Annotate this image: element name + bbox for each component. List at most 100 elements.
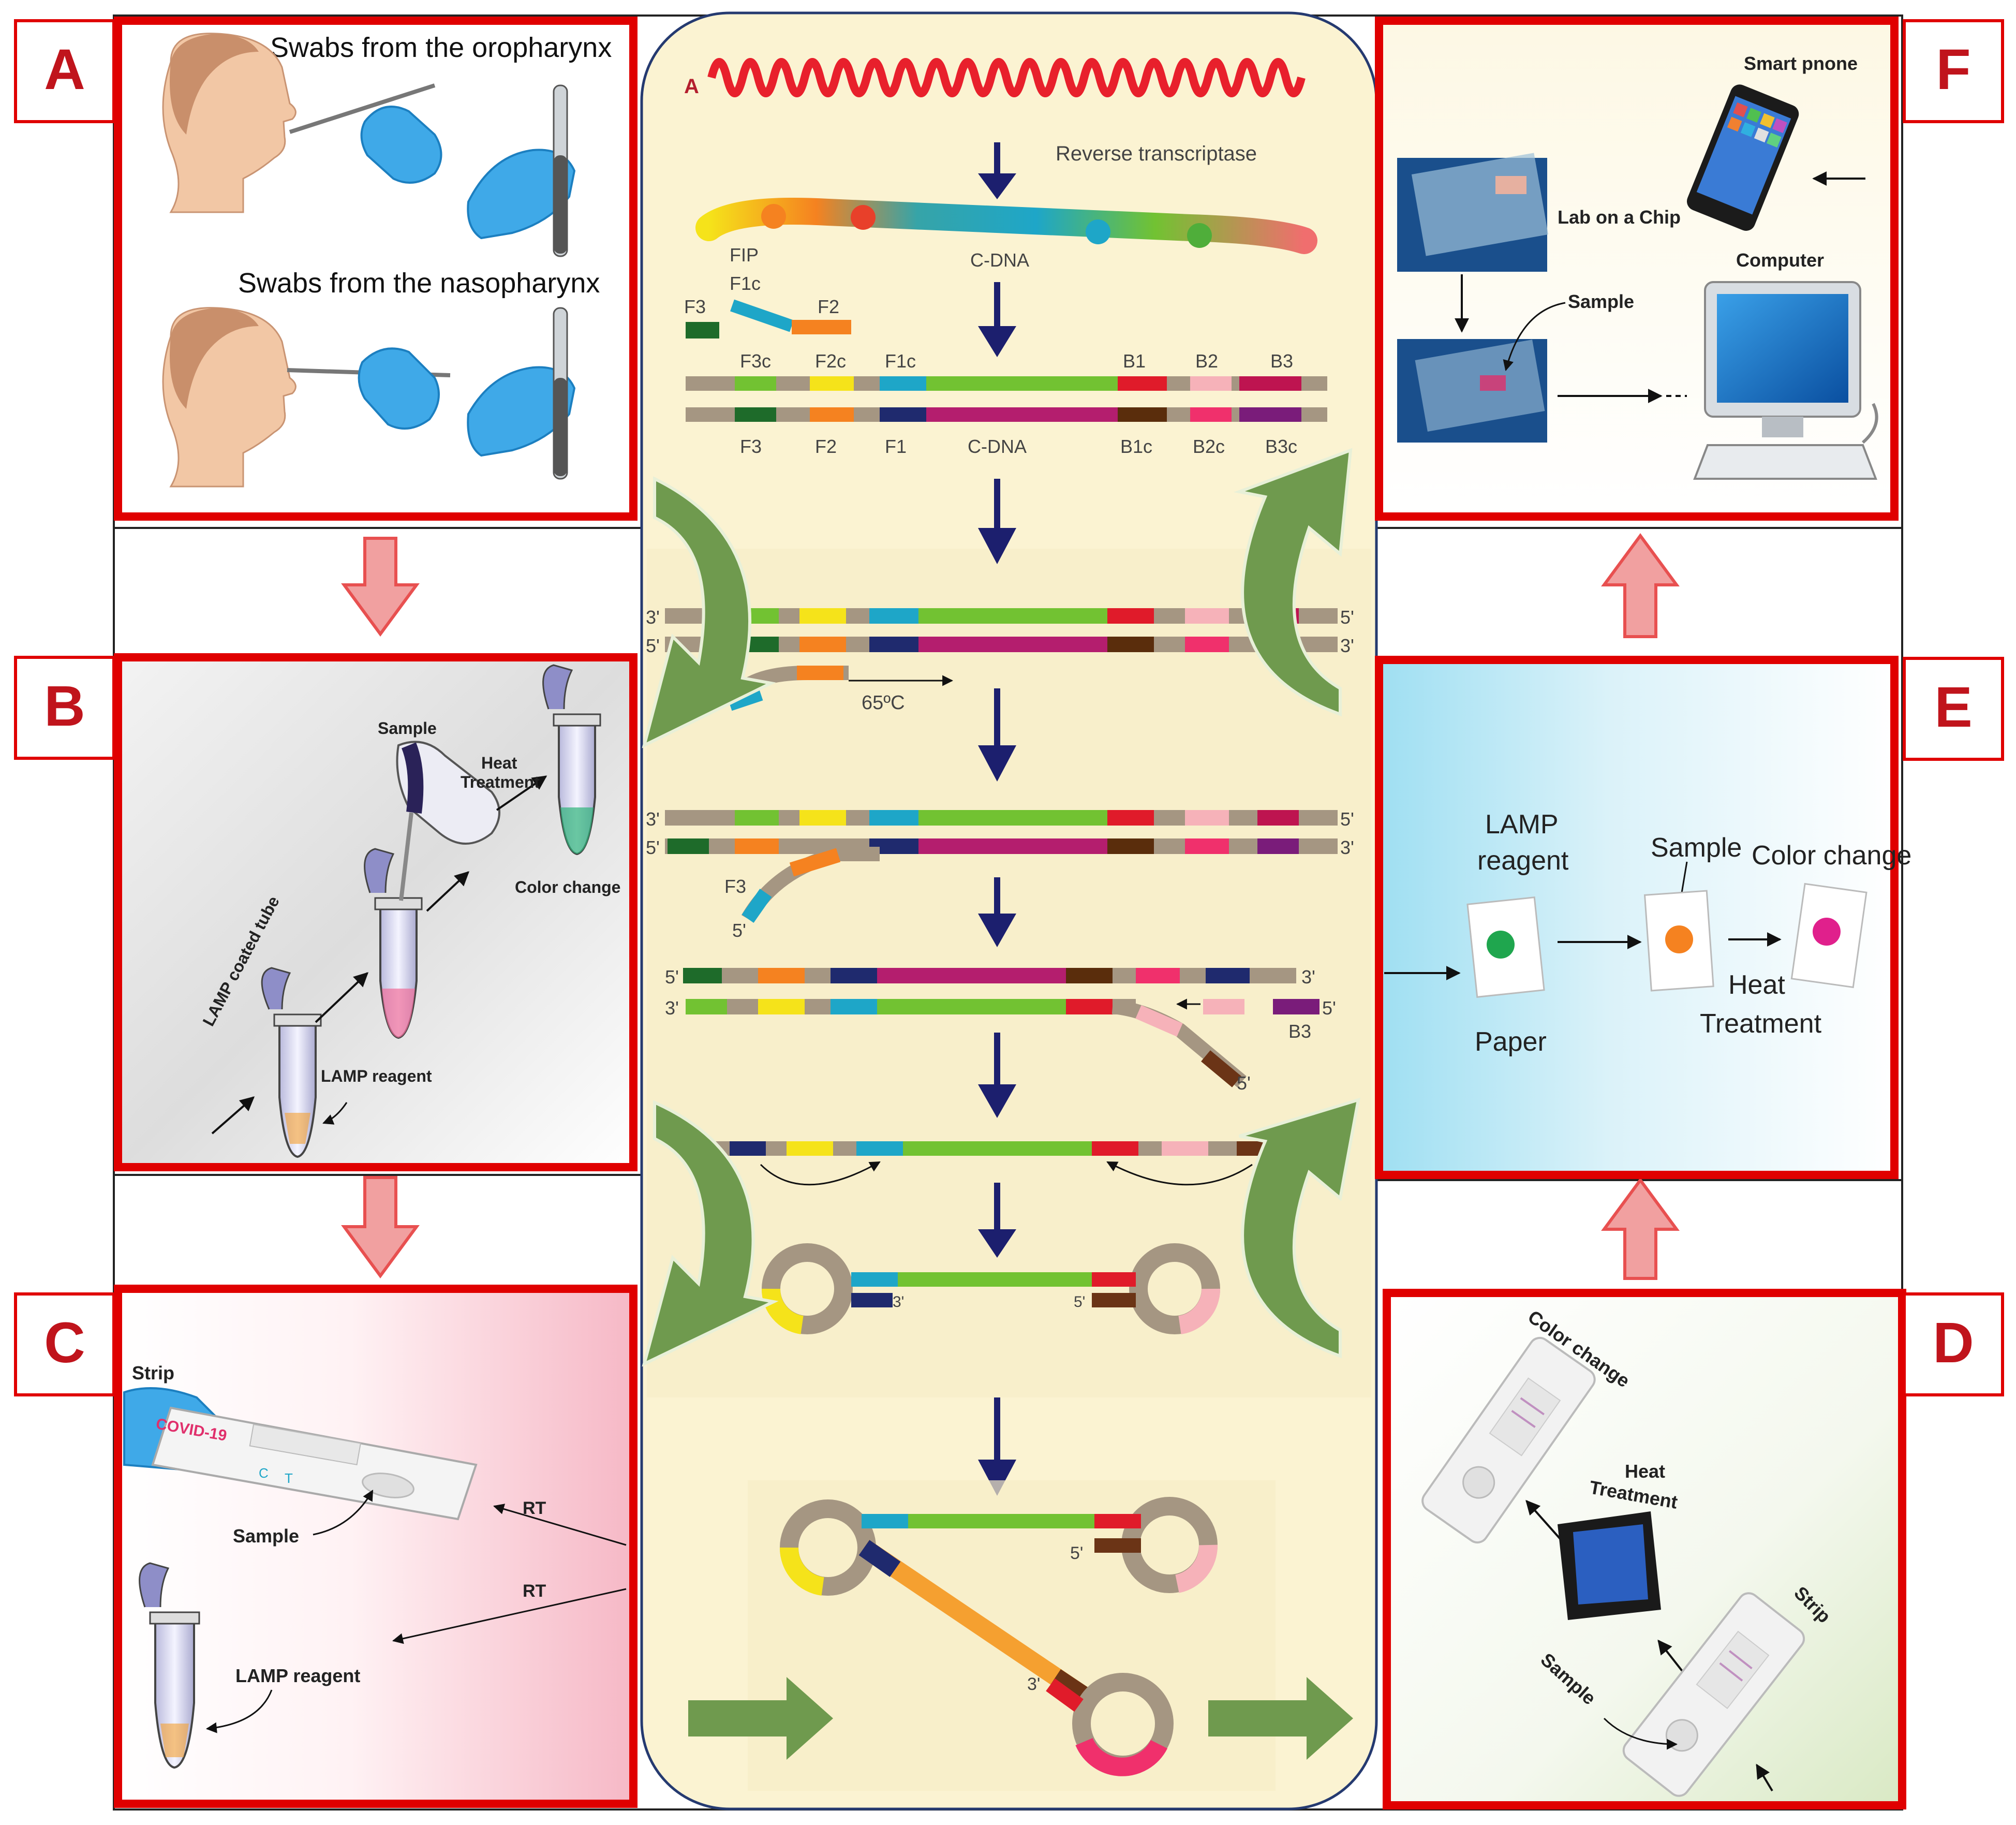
head-illustration [162, 33, 297, 213]
e-reagent-label: reagent [1477, 846, 1569, 876]
bottom-strand-label: C-DNA [968, 436, 1027, 457]
tube-icon [139, 1562, 200, 1769]
test-strip-icon [151, 1406, 478, 1521]
prime-label: 3' [1027, 1674, 1040, 1694]
red-up-arrow [1601, 533, 1680, 638]
heater-icon [1558, 1511, 1661, 1620]
bottom-strand-label: F2 [815, 436, 837, 457]
dsdna-3: F3 5' 3' 5' 5' 3' [646, 808, 1354, 941]
e-sample-label: Sample [1651, 833, 1742, 863]
c-rt-label: RT [523, 1581, 546, 1601]
top-strand-label: B3 [1270, 350, 1293, 372]
panel-d-letter-box: D [1903, 1292, 2004, 1396]
center-lamp-mechanism: A Reverse transcriptase FIP F1c C-DNA F2… [640, 11, 1378, 1811]
top-strand-label: B1 [1123, 350, 1146, 372]
red-down-arrow [341, 1176, 420, 1279]
f-smartphone-label: Smart pnone [1744, 53, 1858, 74]
red-up-arrow [1601, 1177, 1680, 1280]
c-lamp-reagent-label: LAMP reagent [235, 1665, 360, 1686]
tube-icon [364, 848, 423, 1039]
prime-label: 3' [646, 808, 660, 830]
prime-label: 5' [1237, 1072, 1251, 1094]
test-strip-icon [1421, 1336, 1596, 1544]
f2-top-label: F2 [818, 296, 839, 317]
prime-label: 5' [665, 966, 679, 988]
letter-d: D [1933, 1311, 1974, 1375]
cdna-strand [695, 198, 1317, 254]
green-right-arrow [1208, 1677, 1353, 1760]
f-computer-label: Computer [1736, 249, 1824, 271]
letter-c: C [44, 1311, 85, 1375]
prime-label: 3' [1340, 635, 1354, 656]
prime-label: 5' [1322, 997, 1336, 1019]
panel-d-strip-test: Color change Heat Treatment Strip Sample [1383, 1289, 1906, 1809]
panel-a-sample-collection: Swabs from the oropharynx Swabs from the… [114, 17, 638, 521]
prime-label: 5' [1074, 1293, 1085, 1311]
c-rt-label: RT [523, 1498, 546, 1518]
prime-label: 5' [1340, 607, 1354, 628]
computer-icon [1693, 281, 1878, 480]
bottom-strand-label: B2c [1193, 436, 1225, 457]
lab-on-chip-icon [1397, 153, 1549, 272]
panel-c-letter-box: C [14, 1292, 115, 1396]
c-c-mark: C [259, 1465, 269, 1481]
dumbbell-structure: 3' 5' [761, 1243, 1221, 1334]
cdna-top-label: C-DNA [970, 249, 1029, 271]
c-sample-label: Sample [233, 1525, 299, 1547]
glove-icon [467, 149, 576, 240]
e-lamp-label: LAMP [1485, 810, 1559, 840]
b3-mid-label: B3 [1288, 1021, 1311, 1042]
panel-a-letter-box: A [14, 19, 115, 123]
tube-icon [542, 664, 601, 856]
tube-icon [261, 967, 322, 1158]
curved-green-arrows [642, 448, 1360, 1367]
letter-a: A [44, 38, 85, 101]
panel-e-letter-box: E [1903, 657, 2004, 761]
prime-label: 5' [1340, 808, 1354, 830]
flow-arrows [978, 142, 1016, 1496]
b-lamp-reagent-label: LAMP reagent [321, 1067, 432, 1085]
paper-card-icon [1466, 896, 1545, 998]
paper-card-icon [1643, 890, 1714, 992]
letter-f: F [1936, 38, 1970, 101]
bottom-strand-label: F1 [885, 436, 907, 457]
temperature-label: 65ºC [862, 692, 905, 714]
c-t-mark: T [285, 1470, 293, 1486]
bottom-strand-label: B1c [1120, 436, 1152, 457]
f-lab-chip-label: Lab on a Chip [1558, 207, 1681, 228]
panel-f-letter-box: F [1903, 19, 2004, 123]
b-color-change-label: Color change [515, 878, 620, 896]
bottom-strand-label: B3c [1265, 436, 1297, 457]
dsdna-1 [686, 376, 1327, 422]
b-treatment-label: Treatment [461, 773, 540, 791]
b-sample-label: Sample [378, 719, 437, 738]
prime-label: 5' [732, 920, 746, 941]
c-strip-label: Strip [132, 1362, 174, 1384]
glove-icon [467, 366, 576, 457]
bottom-strand-label: F3 [740, 436, 762, 457]
red-down-arrow [341, 537, 420, 637]
dumbbell-precursor: 3' [693, 1140, 1286, 1186]
panel-f-detection: Smart pnone Lab on a Chip Sample Compute… [1375, 17, 1899, 521]
paper-card-icon [1790, 882, 1867, 989]
chip-sample-icon [1397, 339, 1547, 443]
prime-label: 3' [893, 1293, 904, 1311]
top-strand-label: B2 [1195, 350, 1218, 372]
prime-label: 3' [1340, 837, 1354, 858]
a-mark: A [684, 75, 699, 98]
fip-label: FIP [730, 244, 759, 266]
prime-label: 5' [646, 635, 660, 656]
glove-icon [358, 347, 440, 430]
d-heat-label: Heat [1625, 1461, 1665, 1482]
panel-e-paper-lamp: LAMP reagent Paper Sample Heat Treatment… [1375, 656, 1911, 1179]
letter-b: B [44, 674, 85, 738]
f3-mid-label: F3 [724, 876, 746, 897]
dsdna-2: 65ºC 3' 5' 5' 3' [646, 607, 1354, 714]
prime-label: 5' [646, 837, 660, 858]
top-strand-label: F1c [885, 350, 916, 372]
reverse-transcriptase-label: Reverse transcriptase [1056, 142, 1257, 165]
e-paper-label: Paper [1475, 1027, 1547, 1057]
b-heat-label: Heat [481, 754, 517, 772]
top-strand-label: F2c [815, 350, 846, 372]
